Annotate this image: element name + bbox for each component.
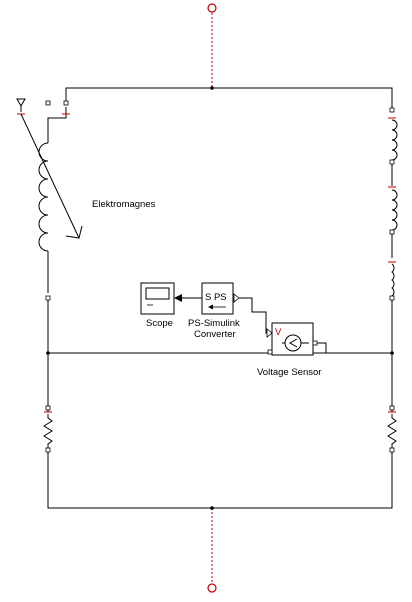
wires	[47, 87, 393, 509]
bottom-terminal[interactable]	[207, 583, 217, 593]
top-terminal[interactable]	[207, 3, 217, 13]
wire-sensor-pos	[317, 342, 327, 353]
right-inductors[interactable]	[388, 107, 398, 301]
left-resistor[interactable]	[43, 405, 53, 453]
sensor-neg-port[interactable]	[267, 349, 273, 355]
scope-screen-icon	[145, 287, 170, 300]
scope-block[interactable]: Scope	[140, 282, 175, 329]
inductor-label: Elektromagnes	[92, 199, 156, 210]
ps-simulink-converter-block[interactable]: S PS PS-Simulink Converter	[188, 282, 240, 340]
right-resistor[interactable]	[387, 405, 397, 453]
sensor-pos-port[interactable]	[312, 340, 318, 346]
variable-inductor[interactable]: Elektromagnes	[16, 98, 156, 301]
junctions	[46, 86, 394, 510]
converter-input-port[interactable]	[233, 293, 240, 303]
sensor-label: Voltage Sensor	[257, 367, 321, 378]
scope-label: Scope	[146, 318, 173, 329]
sensor-output-port[interactable]	[266, 328, 273, 338]
signal-arrow	[174, 294, 182, 302]
wire-top	[65, 87, 393, 112]
converter-glyph: S PS	[205, 292, 227, 303]
voltmeter-icon	[284, 334, 302, 352]
wire-left-bottom	[47, 450, 393, 509]
wire-sensor-to-converter	[239, 297, 272, 334]
voltage-sensor-block[interactable]: V Voltage Sensor	[257, 322, 321, 378]
sensor-port-label: V	[275, 327, 282, 338]
bottom-dashed-connection	[207, 508, 217, 593]
converter-label-line2: Converter	[194, 329, 236, 340]
top-dashed-connection	[207, 3, 217, 88]
converter-label-line1: PS-Simulink	[188, 318, 240, 329]
